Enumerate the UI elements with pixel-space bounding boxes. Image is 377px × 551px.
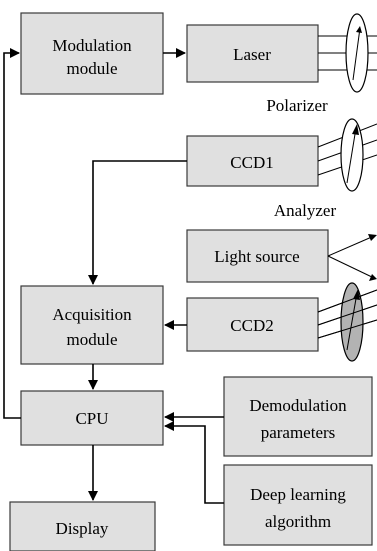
laser-box: Laser — [186, 24, 319, 83]
cpu-label: CPU — [75, 409, 108, 428]
analyzer-label: Analyzer — [274, 201, 337, 220]
light-source-box: Light source — [186, 229, 329, 283]
arrow-ccd1-to-acquisition — [88, 160, 187, 285]
ccd1-box: CCD1 — [186, 135, 319, 187]
light-source-label: Light source — [214, 247, 299, 266]
acquisition-module-box: Acquisition module — [20, 285, 164, 365]
ccd1-label: CCD1 — [230, 153, 273, 172]
deep-learning-label-line2: algorithm — [265, 512, 331, 531]
cpu-box: CPU — [20, 390, 164, 446]
deep-learning-algorithm-box: Deep learning algorithm — [223, 464, 373, 546]
demodulation-label-line1: Demodulation — [249, 396, 347, 415]
demodulation-label-line2: parameters — [261, 423, 336, 442]
deep-learning-label-line1: Deep learning — [250, 485, 346, 504]
modulation-module-label-line2: module — [67, 59, 118, 78]
polarizer-element — [318, 13, 377, 93]
display-box: Display — [9, 501, 156, 551]
modulation-module-label-line1: Modulation — [52, 36, 132, 55]
arrow-deep-learning-to-cpu — [164, 421, 224, 504]
acquisition-module-label-line1: Acquisition — [52, 305, 132, 324]
demodulation-parameters-box: Demodulation parameters — [223, 376, 373, 457]
light-source-rays — [327, 234, 377, 281]
arrow-cpu-to-modulation — [3, 48, 21, 419]
polarizer-label: Polarizer — [266, 96, 328, 115]
analyzer-element — [317, 118, 377, 192]
laser-label: Laser — [233, 45, 271, 64]
acquisition-module-label-line2: module — [67, 330, 118, 349]
ccd2-label: CCD2 — [230, 316, 273, 335]
modulation-module-box: Modulation module — [20, 12, 164, 95]
display-label: Display — [56, 519, 109, 538]
ccd2-box: CCD2 — [186, 297, 319, 352]
ccd2-analyzer-element — [317, 282, 377, 362]
